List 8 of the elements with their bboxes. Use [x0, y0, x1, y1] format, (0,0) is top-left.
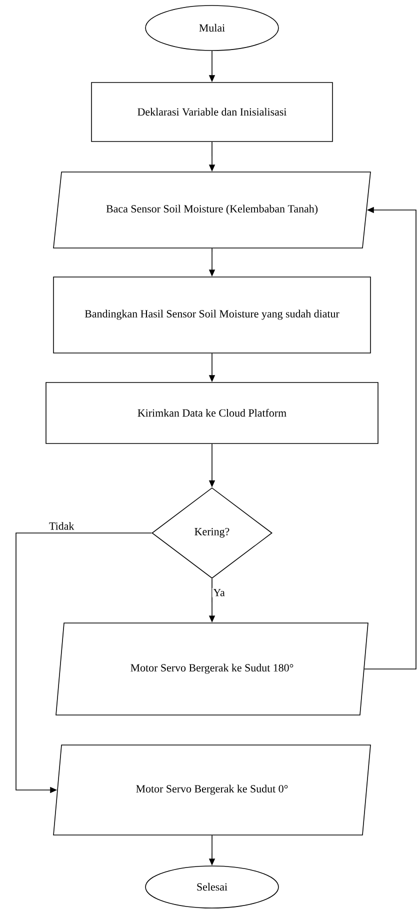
input-output-parallelogram: Baca Sensor Soil Moisture (Kelembaban Tanah): [53, 172, 371, 248]
input-output-parallelogram: Motor Servo Bergerak ke Sudut 180°: [56, 622, 368, 716]
edge-label: Ya: [212, 588, 226, 598]
process-box: Kirimkan Data ke Cloud Platform: [46, 382, 378, 444]
edge-label: Tidak: [48, 521, 76, 531]
input-output-parallelogram: Motor Servo Bergerak ke Sudut 0°: [53, 744, 371, 836]
process-box: Deklarasi Variable dan Inisialisasi: [91, 82, 333, 142]
process-box: Bandingkan Hasil Sensor Soil Moisture yang sudah diatur: [53, 276, 371, 354]
